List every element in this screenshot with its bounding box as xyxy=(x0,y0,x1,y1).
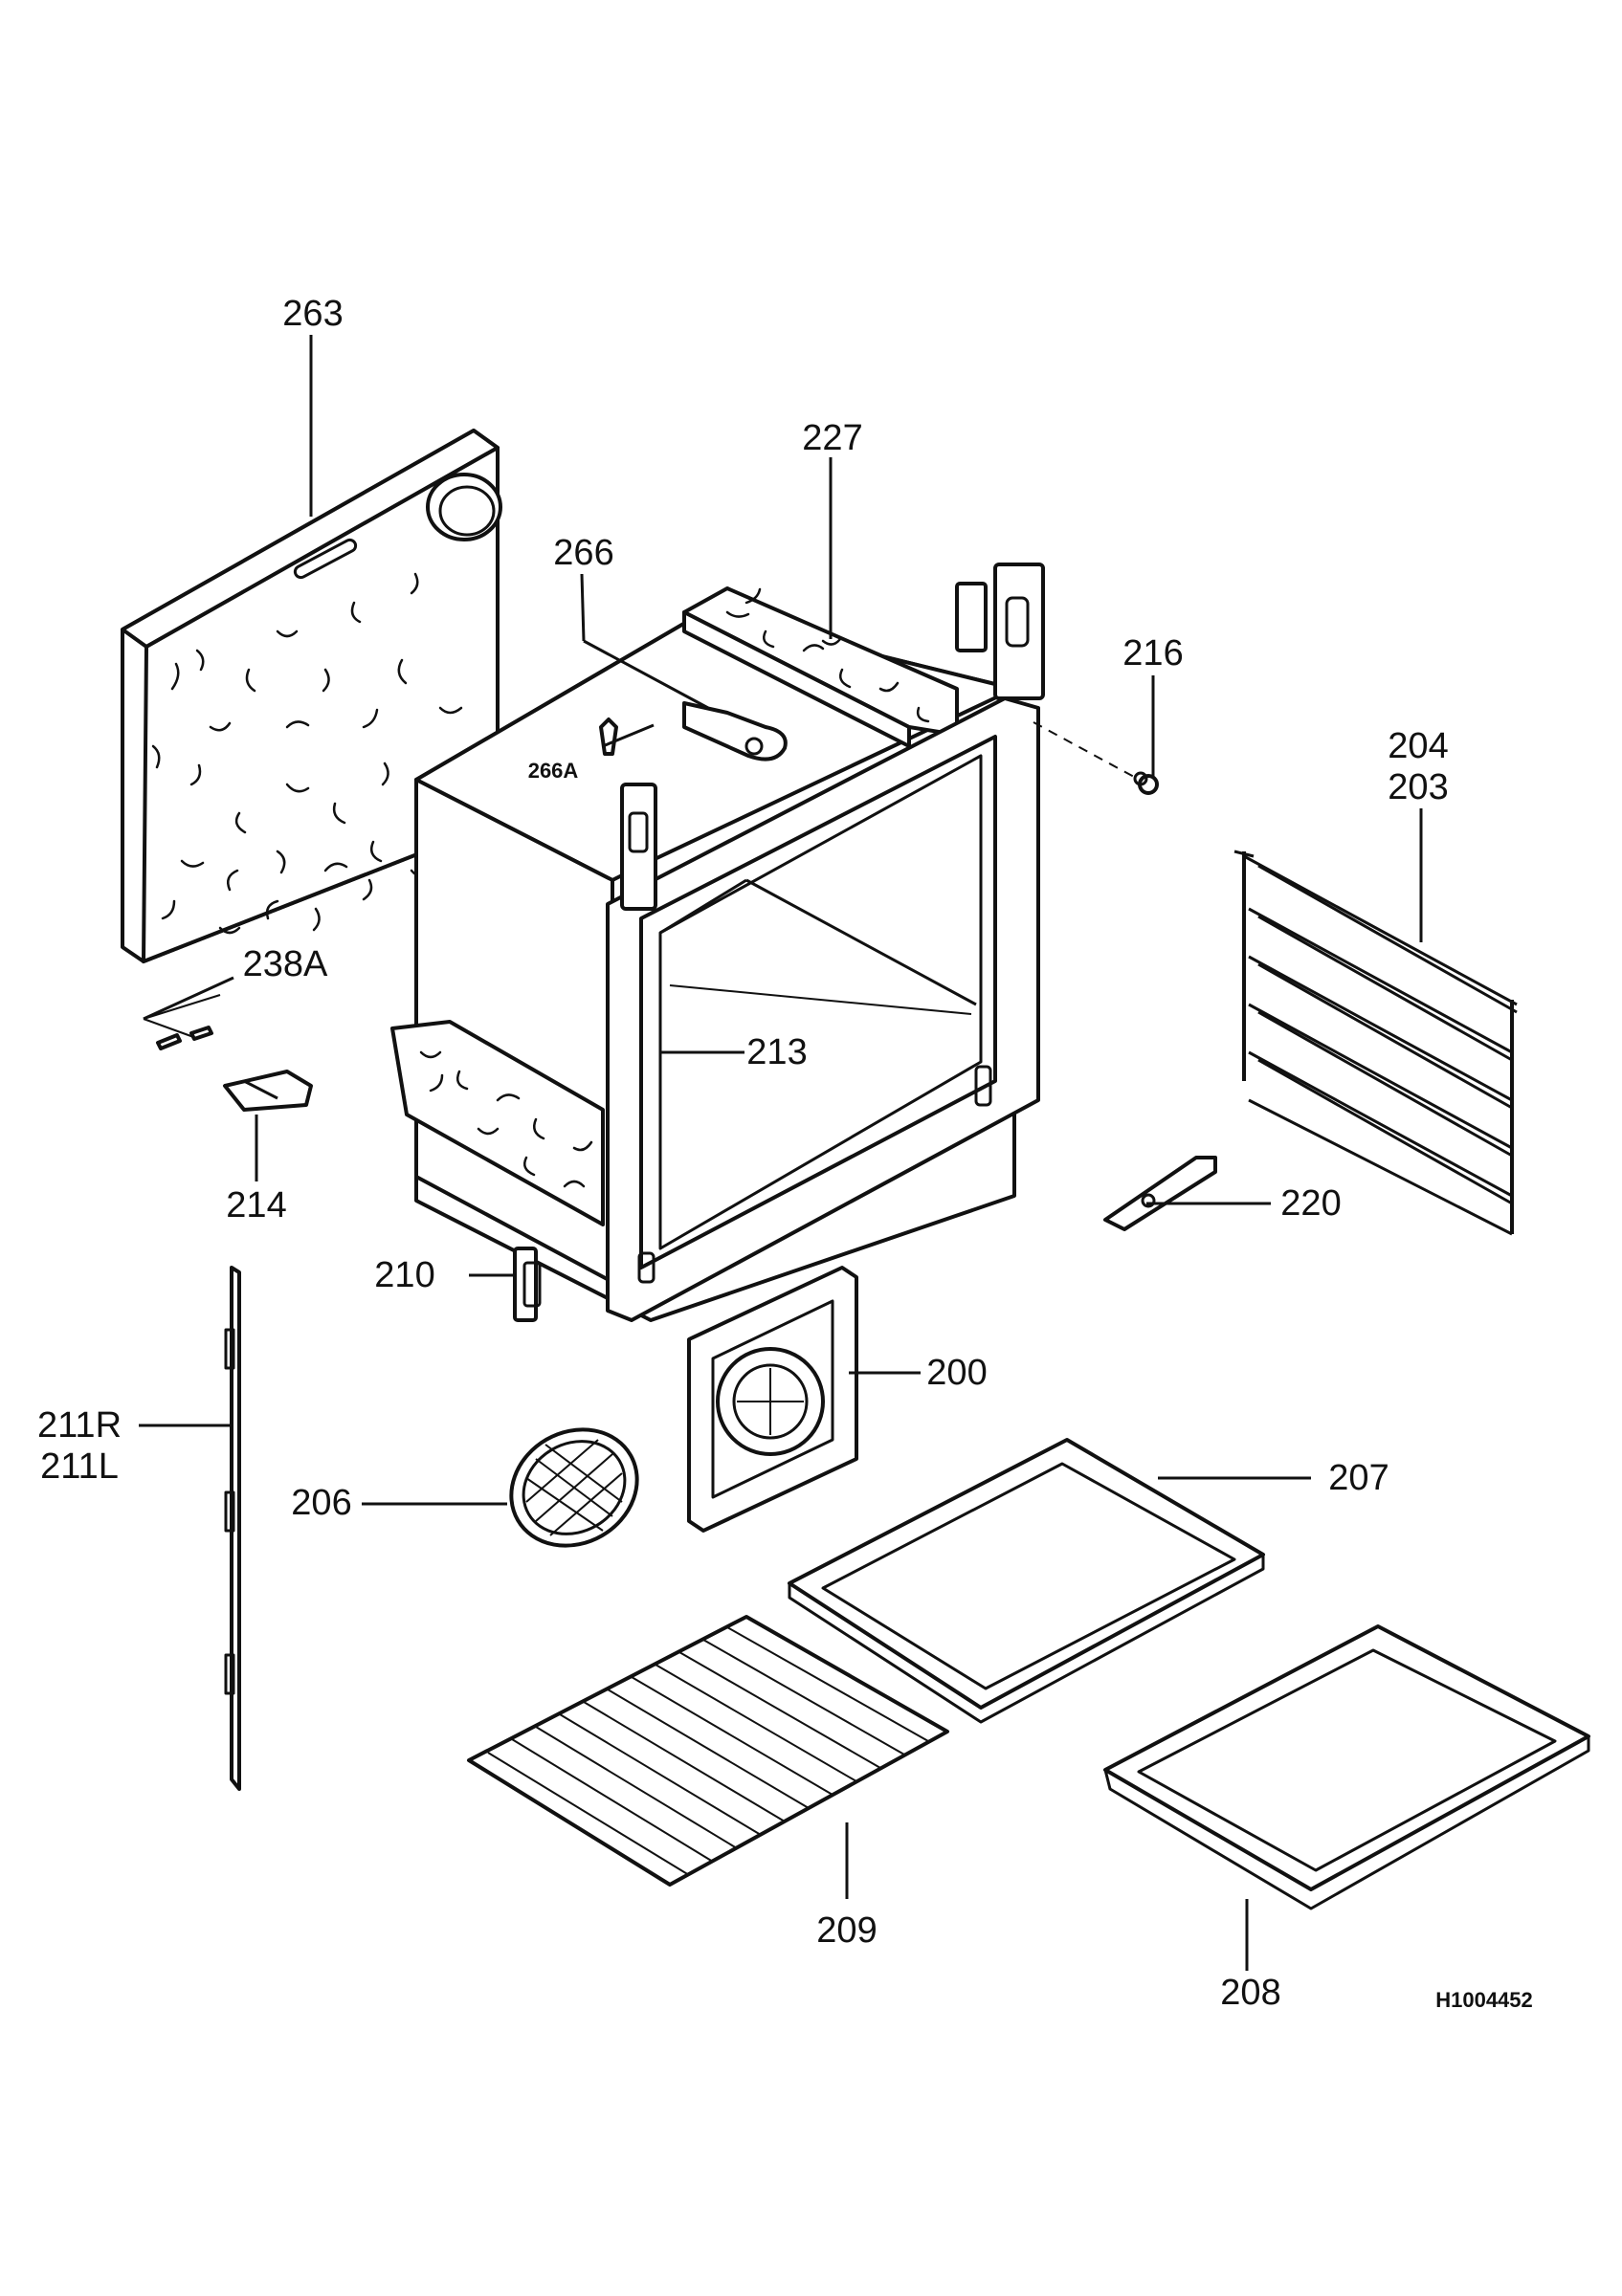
label-220: 220 xyxy=(1280,1183,1341,1224)
part-263-insulation-panel xyxy=(121,429,502,963)
label-263: 263 xyxy=(282,294,343,334)
part-200-fan-cover xyxy=(687,1266,858,1533)
label-213: 213 xyxy=(746,1032,807,1072)
part-214-clip xyxy=(223,1070,313,1112)
label-203: 203 xyxy=(1388,767,1448,807)
part-204-shelf-runner xyxy=(1233,850,1518,1236)
part-209-wire-shelf xyxy=(467,1615,949,1887)
part-211-side-rail xyxy=(224,1266,241,1791)
label-211r: 211R xyxy=(37,1405,122,1446)
part-oven-cavity xyxy=(390,563,1045,1322)
label-200: 200 xyxy=(926,1353,987,1393)
label-266: 266 xyxy=(553,533,613,573)
label-210: 210 xyxy=(374,1255,434,1295)
label-211l: 211L xyxy=(40,1446,119,1487)
label-238a: 238A xyxy=(243,944,328,984)
part-208-flat-tray xyxy=(1103,1624,1590,1910)
part-238a-screws xyxy=(143,994,221,1050)
part-213-front-frame xyxy=(606,563,1045,1322)
part-220-catch xyxy=(1103,1156,1217,1231)
part-216-screw xyxy=(1033,721,1159,795)
part-207-deep-tray xyxy=(788,1438,1265,1724)
label-207: 207 xyxy=(1328,1458,1389,1498)
drawing-code: H1004452 xyxy=(1435,1988,1533,2012)
part-206-fan-grille xyxy=(509,1427,639,1548)
part-labels: 263 227 266 266A 216 204 203 238A 213 21… xyxy=(37,294,1533,2013)
label-266a: 266A xyxy=(528,759,579,783)
label-227: 227 xyxy=(802,418,862,458)
part-210-bracket xyxy=(513,1247,542,1322)
part-lower-side-insulation xyxy=(390,1020,605,1226)
label-214: 214 xyxy=(226,1185,286,1225)
label-204: 204 xyxy=(1388,726,1448,766)
label-206: 206 xyxy=(291,1483,351,1523)
leader-lines xyxy=(139,335,1423,1971)
label-208: 208 xyxy=(1220,1973,1280,2013)
label-209: 209 xyxy=(816,1910,877,1951)
label-216: 216 xyxy=(1122,633,1183,673)
